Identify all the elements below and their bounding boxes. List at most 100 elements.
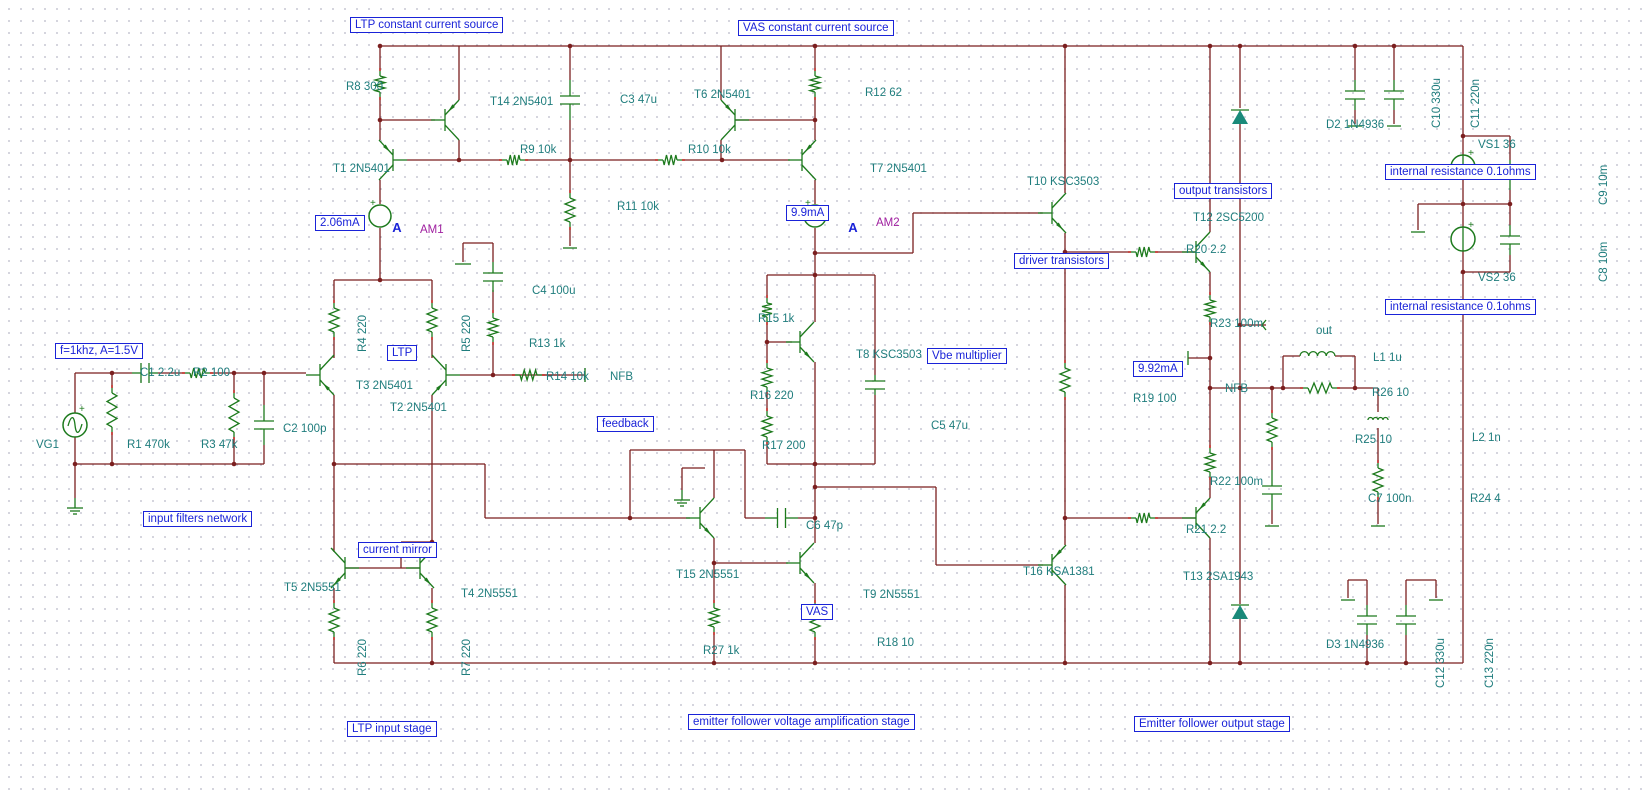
capacitor-c6 xyxy=(765,508,798,528)
label-r24: R24 4 xyxy=(1470,493,1501,505)
box-feedback: feedback xyxy=(597,416,654,432)
capacitor-c10 xyxy=(1345,80,1365,110)
capacitor-c2 xyxy=(254,405,274,445)
label-r6: R6 220 xyxy=(357,639,369,676)
resistor-r1 xyxy=(105,385,119,435)
resistor-r11 xyxy=(563,190,577,230)
box-am1-reading: 2.06mA xyxy=(315,215,365,231)
label-t2: T2 2N5401 xyxy=(390,402,447,414)
resistor-r25 xyxy=(1265,410,1279,450)
junction-dot xyxy=(377,117,383,123)
label-c13: C13 220n xyxy=(1484,638,1496,688)
label-t8: T8 KSC3503 xyxy=(856,349,922,361)
transistor-t14 xyxy=(431,99,460,141)
label-r15: R15 1k xyxy=(758,313,795,325)
resistor-r8 xyxy=(372,68,388,100)
junction-dot xyxy=(1237,322,1243,328)
label-r19: R19 100 xyxy=(1133,393,1176,405)
junction-dot xyxy=(812,461,818,467)
components: +++++ xyxy=(62,68,1520,640)
junction-dot xyxy=(490,372,496,378)
label-c1: C1 2.2u xyxy=(140,367,180,379)
label-r11: R11 10k xyxy=(617,201,659,213)
junction-dot xyxy=(72,461,78,467)
ammeter-am1-icon: A xyxy=(392,220,402,235)
label-r9: R9 10k xyxy=(520,144,557,156)
transistor-t5 xyxy=(330,547,359,589)
resistor-r24 xyxy=(1371,460,1385,500)
junction-dot xyxy=(261,370,267,376)
box-driver-transistors: driver transistors xyxy=(1014,253,1109,269)
junction-dot xyxy=(567,43,573,49)
label-c7: C7 100n xyxy=(1368,493,1411,505)
junction-dot xyxy=(109,370,115,376)
label-r23: R23 100m xyxy=(1210,318,1263,330)
resistor-r23 xyxy=(1202,292,1218,325)
junction-dot xyxy=(1352,43,1358,49)
junction-dot xyxy=(1237,385,1243,391)
label-r12: R12 62 xyxy=(865,87,902,99)
label-l1: L1 1u xyxy=(1373,352,1402,364)
polarity-plus-icon: + xyxy=(805,198,811,209)
label-r18: R18 10 xyxy=(877,637,914,649)
transistor-t13 xyxy=(1182,497,1211,539)
label-r1: R1 470k xyxy=(127,439,170,451)
label-t3: T3 2N5401 xyxy=(356,380,413,392)
label-r22: R22 100m xyxy=(1210,476,1263,488)
label-r7: R7 220 xyxy=(461,639,473,676)
capacitor-c12 xyxy=(1357,605,1377,635)
label-c12: C12 330u xyxy=(1435,638,1447,688)
junction-dot xyxy=(231,461,237,467)
junction-dot xyxy=(1269,385,1275,391)
label-r14: R14 10k xyxy=(546,371,589,383)
resistor-r2 xyxy=(182,367,213,379)
capacitor-c5 xyxy=(865,375,885,395)
junction-dot xyxy=(812,43,818,49)
label-d3: D3 1N4936 xyxy=(1326,639,1384,651)
label-t9: T9 2N5551 xyxy=(863,589,920,601)
junction-dot xyxy=(567,157,573,163)
label-t13: T13 2SA1943 xyxy=(1183,571,1253,583)
ground-icon-t15 xyxy=(674,490,690,507)
box-am2-reading: 9.9mA xyxy=(786,205,830,221)
capacitor-c3 xyxy=(560,80,580,120)
label-am2: AM2 xyxy=(876,217,900,229)
label-l2: L2 1n xyxy=(1472,432,1501,444)
inductor-l1 xyxy=(1299,350,1336,357)
label-r27: R27 1k xyxy=(703,645,740,657)
label-t14: T14 2N5401 xyxy=(490,96,553,108)
label-t16: T16 KSA1381 xyxy=(1023,566,1095,578)
box-ltp-input-stage: LTP input stage xyxy=(347,721,437,737)
polarity-plus-icon: + xyxy=(79,404,85,415)
box-vas: VAS xyxy=(801,604,834,620)
box-r19-current: 9.92mA xyxy=(1133,361,1183,377)
junction-dot xyxy=(1207,43,1213,49)
resistor-r7 xyxy=(425,600,439,640)
label-t15: T15 2N5551 xyxy=(676,569,739,581)
voltage-source-vs2 xyxy=(1450,226,1476,252)
wires xyxy=(74,45,1511,664)
box-emitter-follower-output-stage: Emitter follower output stage xyxy=(1134,716,1290,732)
junction-dot xyxy=(1391,43,1397,49)
label-c8: C8 10m xyxy=(1598,242,1610,282)
inductor-l2 xyxy=(1367,416,1389,421)
ammeter-symbols: A A xyxy=(392,220,858,235)
resistor-r27 xyxy=(706,600,722,635)
resistor-r12 xyxy=(807,68,823,100)
label-c5: C5 47u xyxy=(931,420,968,432)
label-c9: C9 10m xyxy=(1598,165,1610,205)
polarity-plus-icon: + xyxy=(1468,148,1474,159)
junction-dot xyxy=(377,43,383,49)
capacitor-c8 xyxy=(1500,225,1520,255)
diode-d3 xyxy=(1231,604,1249,619)
component-labels: R8 300 T14 2N5401 C3 47u T6 2N5401 R12 6… xyxy=(36,78,1610,688)
label-r25: R25 10 xyxy=(1355,434,1392,446)
label-r4: R4 220 xyxy=(357,315,369,352)
transistor-t16 xyxy=(1038,544,1067,586)
junction-dot xyxy=(812,272,818,278)
box-vas-constant-current-source: VAS constant current source xyxy=(738,20,894,36)
output-terminal-icon xyxy=(1261,319,1267,331)
resistor-r5 xyxy=(425,300,439,340)
box-internal-resistance-2: internal resistance 0.1ohms xyxy=(1385,299,1536,315)
box-current-mirror: current mirror xyxy=(358,542,438,558)
